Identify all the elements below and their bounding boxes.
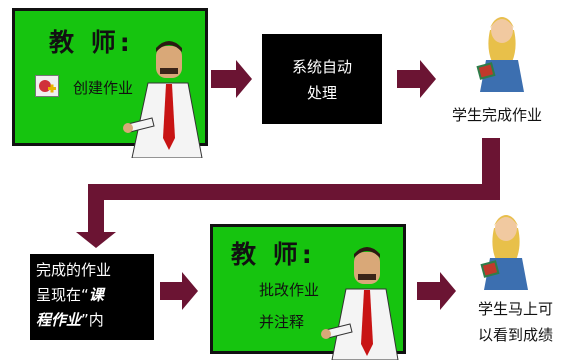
system-line-2: 处理 — [306, 84, 337, 102]
completed-line-3-suffix: ”内 — [81, 311, 104, 329]
system-line-1: 系统自动 — [291, 58, 352, 76]
teacher-figure-icon — [321, 247, 399, 360]
board-title: 教 师: — [49, 28, 134, 57]
completed-work-box: 完成的作业 呈现在“课 程作业”内 — [30, 254, 154, 340]
completed-line-2-prefix: 呈现在“ — [36, 286, 89, 304]
teacher-figure-icon — [123, 41, 203, 158]
arrow-completed-to-board — [160, 272, 198, 310]
arrow-elbow-connector — [76, 138, 500, 248]
board-action: 创建作业 — [73, 79, 134, 97]
board-line-2: 并注释 — [259, 313, 305, 331]
create-icon — [35, 75, 59, 97]
system-processing-box: 系统自动 处理 — [262, 34, 382, 124]
student-complete-label: 学生完成作业 — [452, 106, 543, 124]
teacher-board-top: 教 师: 创建作业 — [12, 8, 208, 146]
board-line-1: 批改作业 — [259, 281, 320, 299]
arrow-board-to-system — [211, 60, 252, 98]
completed-line-2-emph: 课 — [88, 286, 104, 304]
completed-line-3-emph: 程作业 — [36, 311, 82, 329]
student-result-line-1: 学生马上可 — [478, 300, 554, 318]
arrow-system-to-student — [397, 60, 436, 98]
arrow-board-to-result — [417, 272, 456, 310]
completed-line-2: 呈现在“课 — [36, 283, 154, 308]
board-title: 教 师: — [231, 240, 316, 269]
student-reading-icon-top — [476, 17, 524, 92]
completed-line-1: 完成的作业 — [36, 261, 112, 279]
student-result-line-2: 以看到成绩 — [478, 326, 554, 344]
student-reading-icon-bottom — [480, 215, 528, 290]
completed-line-3: 程作业”内 — [36, 308, 154, 333]
